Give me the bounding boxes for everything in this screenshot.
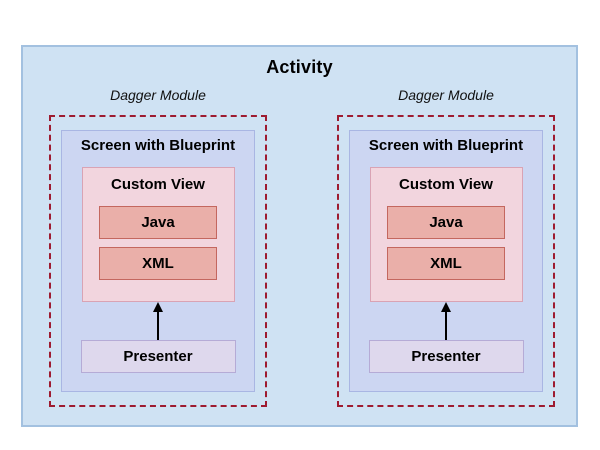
dagger-module-boundary: Screen with Blueprint Custom View Java X… [49,115,267,407]
dagger-module-left: Dagger Module Screen with Blueprint Cust… [49,87,267,407]
xml-label: XML [142,255,174,272]
activity-title: Activity [266,57,333,77]
activity-container: Activity Dagger Module Screen with Bluep… [21,45,578,427]
java-box: Java [99,206,217,239]
arrow-line [157,312,159,340]
xml-label: XML [430,255,462,272]
custom-view-box: Custom View Java XML [369,167,523,302]
screen-with-blueprint-label: Screen with Blueprint [368,137,524,154]
dagger-module-boundary: Screen with Blueprint Custom View Java X… [337,115,555,407]
dagger-module-right: Dagger Module Screen with Blueprint Cust… [337,87,555,407]
up-arrow-icon [441,302,451,312]
up-arrow-icon [153,302,163,312]
dagger-module-label: Dagger Module [110,87,206,103]
presenter-label: Presenter [123,348,193,365]
java-box: Java [387,206,505,239]
xml-box: XML [99,247,217,280]
dagger-module-label: Dagger Module [398,87,494,103]
arrow-line [445,312,447,340]
presenter-label: Presenter [411,348,481,365]
xml-box: XML [387,247,505,280]
screen-with-blueprint-box: Screen with Blueprint Custom View Java X… [61,130,255,392]
presenter-box: Presenter [80,340,236,373]
presenter-box: Presenter [368,340,524,373]
screen-with-blueprint-label: Screen with Blueprint [80,137,236,154]
presenter-to-view-arrow [441,302,451,340]
custom-view-box: Custom View Java XML [81,167,235,302]
java-label: Java [429,214,463,231]
presenter-to-view-arrow [153,302,163,340]
java-label: Java [141,214,175,231]
screen-with-blueprint-box: Screen with Blueprint Custom View Java X… [349,130,543,392]
custom-view-label: Custom View [111,176,205,193]
custom-view-label: Custom View [399,176,493,193]
